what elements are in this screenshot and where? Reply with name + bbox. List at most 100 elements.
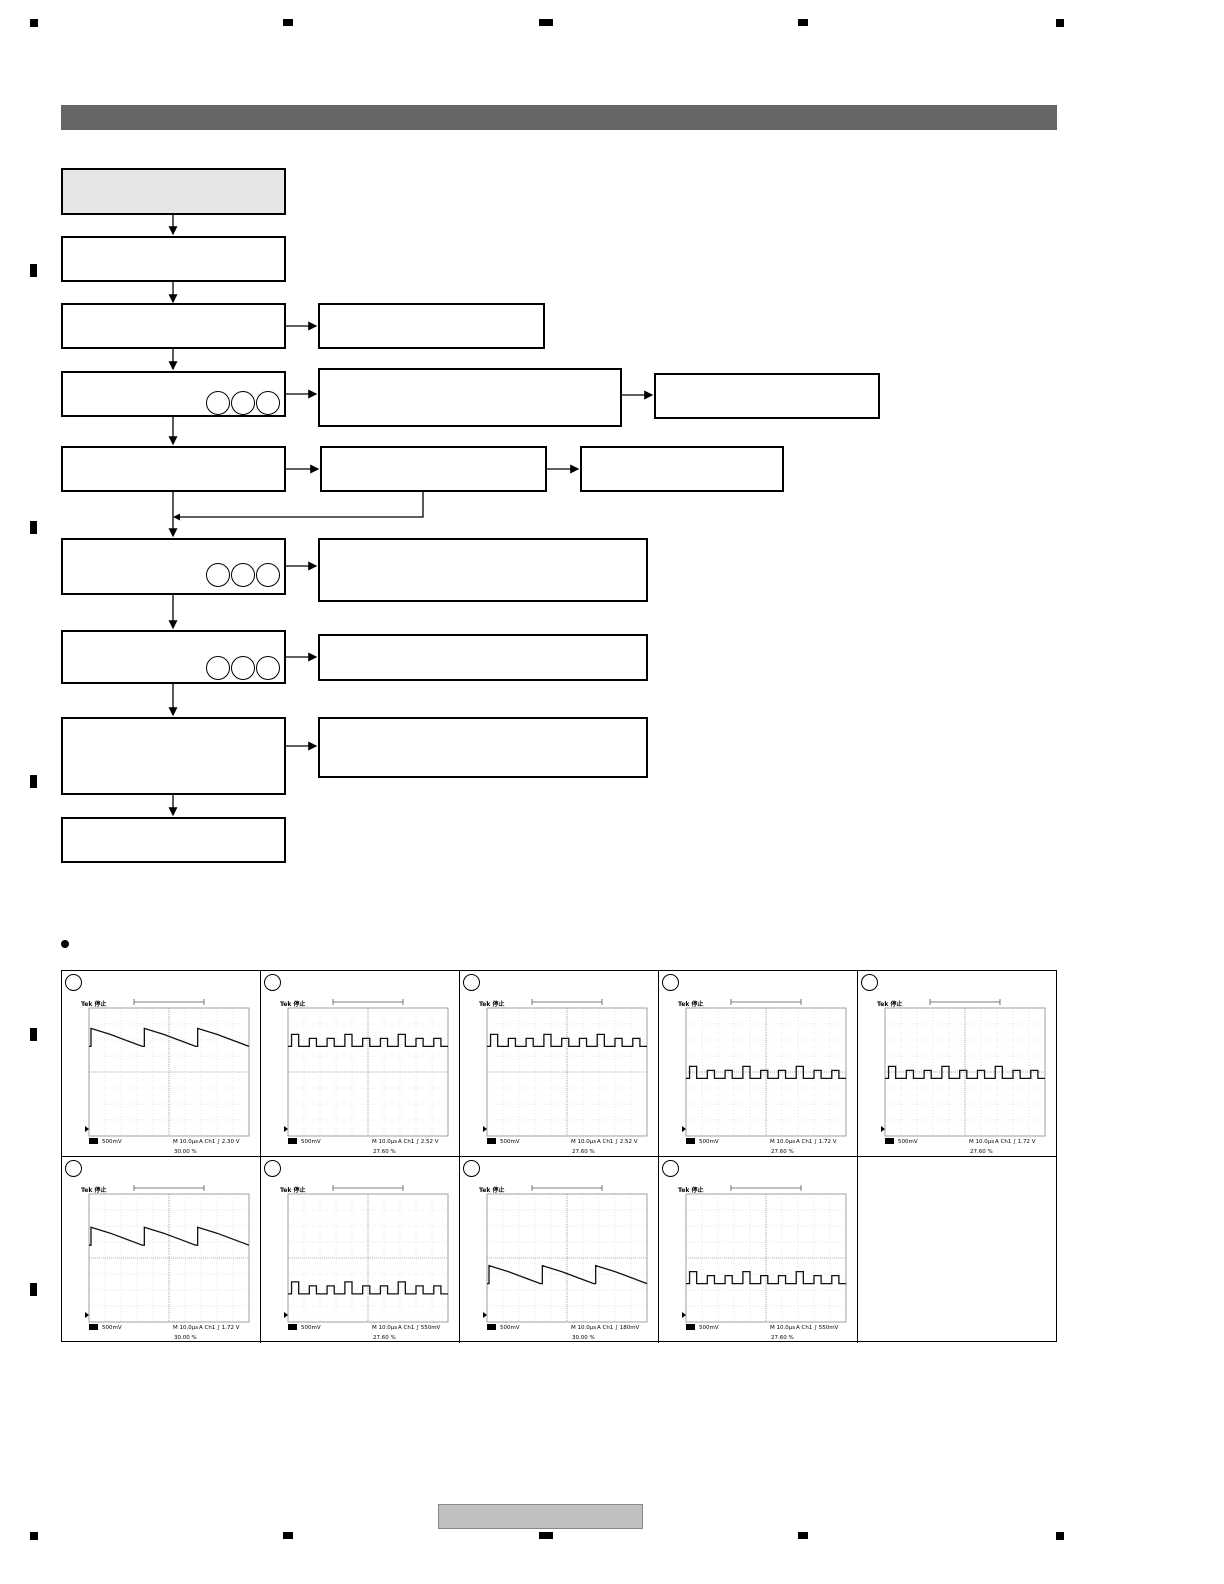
flow-step-4 [61,371,286,417]
volts-per-div: 500mV [500,1139,520,1145]
waveform-number-circle [463,974,480,991]
flow-branch-4a [318,368,622,427]
waveform-number-circle [662,1160,679,1177]
registration-mark [1056,19,1064,27]
waveform-number-circle [662,974,679,991]
trigger-setting: A Ch1 ∫ 1.72 V [199,1325,240,1331]
test-point-marker [206,563,230,587]
registration-mark [539,1532,553,1539]
time-per-div: M 10.0µs [571,1325,596,1331]
section-title-bar [61,105,1057,130]
time-per-div: M 10.0µs [173,1325,198,1331]
duty-readout: 30.00 % [174,1149,197,1155]
trigger-setting: A Ch1 ∫ 2.52 V [597,1139,638,1145]
waveform-cell [858,1157,1057,1343]
duty-readout: 27.60 % [771,1149,794,1155]
flow-branch-5a [320,446,547,492]
test-point-marker [206,656,230,680]
scope-status-label: Tek 停止 [280,1000,305,1008]
test-point-marker [256,391,280,415]
flow-step-5 [61,446,286,492]
scope-status-label: Tek 停止 [81,1000,106,1008]
flow-branch-7a [318,634,648,681]
time-per-div: M 10.0µs [770,1139,795,1145]
waveform-number-circle [463,1160,480,1177]
scope-status-label: Tek 停止 [678,1186,703,1194]
waveform-number-circle [65,1160,82,1177]
scope-status-label: Tek 停止 [479,1000,504,1008]
registration-mark [30,1532,38,1540]
trigger-setting: A Ch1 ∫ 1.72 V [796,1139,837,1145]
flow-step-end [61,817,286,863]
waveform-number-circle [264,1160,281,1177]
registration-mark [1056,1532,1064,1540]
flow-step-8 [61,717,286,795]
registration-mark [798,1532,808,1539]
duty-readout: 30.00 % [572,1335,595,1341]
volts-per-div: 500mV [500,1325,520,1331]
time-per-div: M 10.0µs [571,1139,596,1145]
trigger-setting: A Ch1 ∫ 180mV [597,1325,640,1331]
time-per-div: M 10.0µs [372,1139,397,1145]
scope-status-label: Tek 停止 [81,1186,106,1194]
test-point-marker [256,656,280,680]
volts-per-div: 500mV [699,1139,719,1145]
waveform-number-circle [861,974,878,991]
registration-mark [539,19,553,26]
time-per-div: M 10.0µs [969,1139,994,1145]
page-number-tab [438,1504,643,1529]
test-point-marker [231,563,255,587]
flow-step-start [61,168,286,215]
test-point-marker [206,391,230,415]
flowchart-connectors [168,214,654,817]
time-per-div: M 10.0µs [372,1325,397,1331]
volts-per-div: 500mV [898,1139,918,1145]
waveform-number-circle [264,974,281,991]
registration-mark [30,1283,37,1296]
flow-step-3 [61,303,286,349]
volts-per-div: 500mV [301,1325,321,1331]
test-point-marker [256,563,280,587]
flow-step-6 [61,538,286,595]
scope-status-label: Tek 停止 [479,1186,504,1194]
flow-branch-3a [318,303,545,349]
registration-mark [30,264,37,277]
scope-status-label: Tek 停止 [280,1186,305,1194]
registration-mark [30,775,37,788]
flow-step-7 [61,630,286,684]
volts-per-div: 500mV [699,1325,719,1331]
waveform-heading-bullet [61,940,69,948]
duty-readout: 27.60 % [572,1149,595,1155]
scope-status-label: Tek 停止 [877,1000,902,1008]
duty-readout: 30.00 % [174,1335,197,1341]
trigger-setting: A Ch1 ∫ 2.52 V [398,1139,439,1145]
test-point-marker [231,391,255,415]
registration-mark [798,19,808,26]
duty-readout: 27.60 % [771,1335,794,1341]
duty-readout: 27.60 % [970,1149,993,1155]
registration-mark [283,19,293,26]
registration-mark [30,1028,37,1041]
flow-branch-5b [580,446,784,492]
scope-status-label: Tek 停止 [678,1000,703,1008]
flow-branch-8a [318,717,648,778]
waveform-number-circle [65,974,82,991]
time-per-div: M 10.0µs [173,1139,198,1145]
volts-per-div: 500mV [102,1139,122,1145]
flow-step-2 [61,236,286,282]
